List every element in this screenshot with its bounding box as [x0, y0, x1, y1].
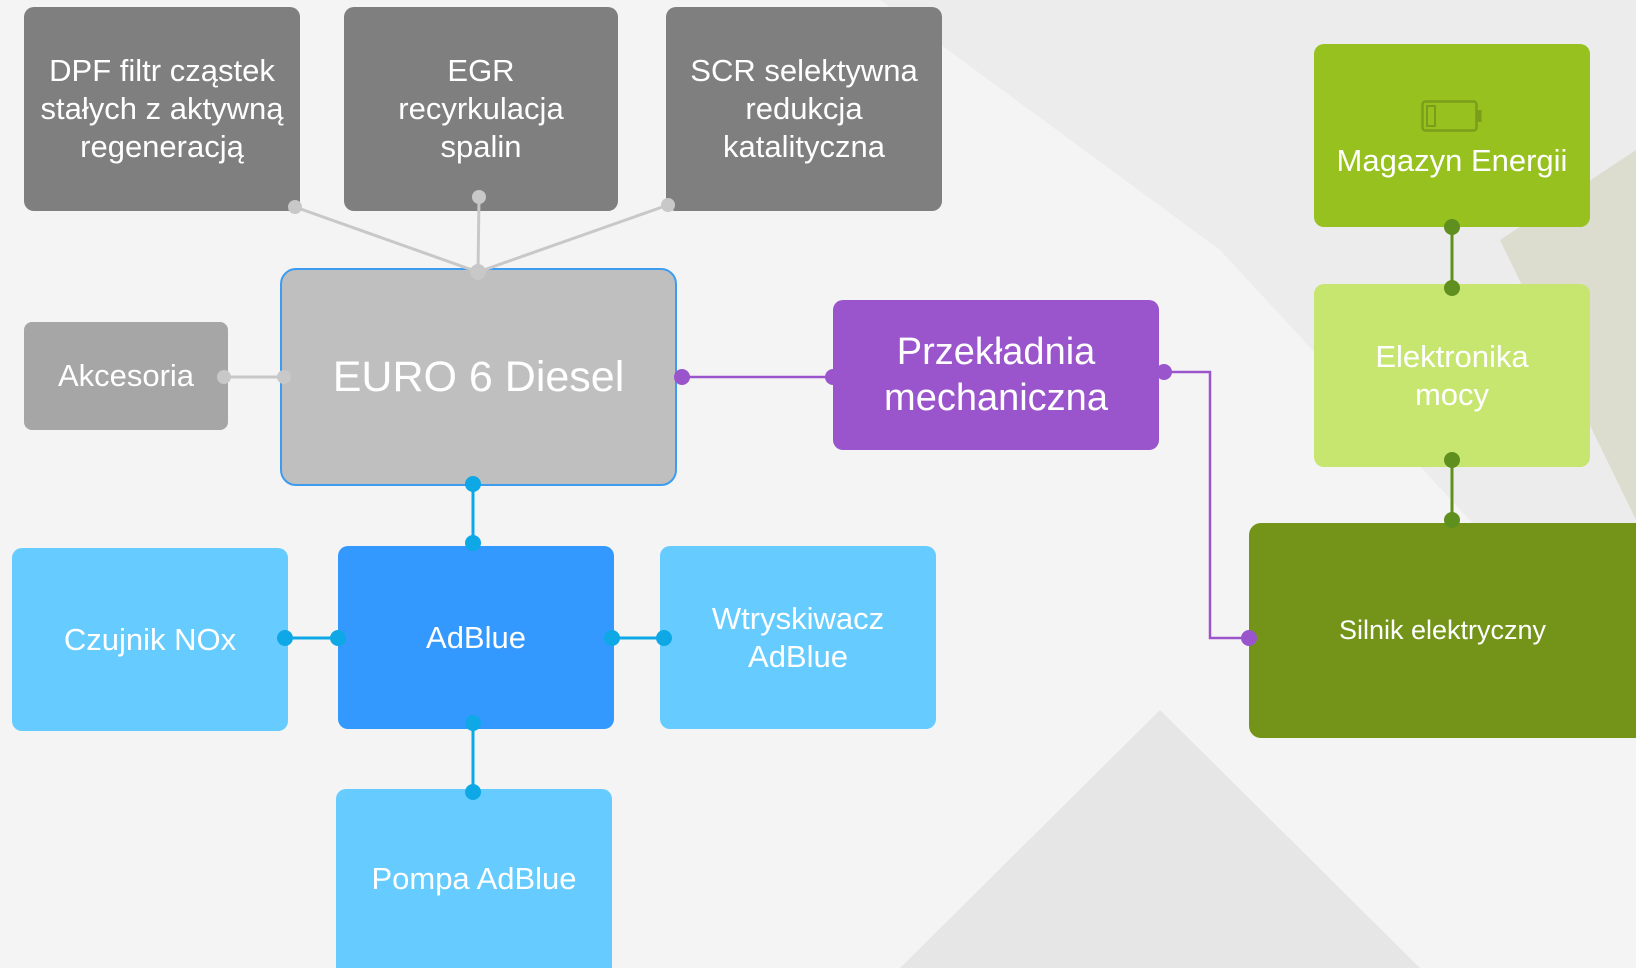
przekladnia-label: Przekładnia mechaniczna — [884, 330, 1108, 419]
scr-label: SCR selektywna redukcja katalityczna — [690, 53, 918, 164]
akcesoria-box[interactable]: Akcesoria — [24, 322, 228, 430]
background-shape-bottom — [900, 710, 1420, 968]
akcesoria-label: Akcesoria — [57, 358, 195, 394]
czujnik-nox-box[interactable]: Czujnik NOx — [12, 548, 288, 731]
egr-box[interactable]: EGR recyrkulacja spalin — [344, 7, 618, 211]
dpf-filter-box[interactable]: DPF filtr cząstek stałych z aktywną rege… — [24, 7, 300, 211]
magazyn-energii-box[interactable]: Magazyn Energii — [1314, 44, 1590, 227]
silnik-elektryczny-box[interactable]: Silnik elektryczny — [1249, 523, 1636, 738]
elektronika-mocy-box[interactable]: Elektronika mocy — [1314, 284, 1590, 467]
elektronika-mocy-label: Elektronika mocy — [1375, 338, 1529, 412]
egr-label: EGR recyrkulacja spalin — [398, 53, 564, 164]
wtryskiwacz-box[interactable]: Wtryskiwacz AdBlue — [660, 546, 936, 729]
scr-box[interactable]: SCR selektywna redukcja katalityczna — [666, 7, 942, 211]
silnik-elektryczny-label: Silnik elektryczny — [1338, 615, 1547, 646]
battery-icon — [1421, 99, 1482, 132]
adblue-box[interactable]: AdBlue — [338, 546, 614, 729]
pompa-adblue-label: Pompa AdBlue — [371, 860, 577, 896]
przekladnia-box[interactable]: Przekładnia mechaniczna — [833, 300, 1159, 450]
magazyn-energii-label: Magazyn Energii — [1336, 142, 1568, 178]
euro6-diesel-box[interactable]: EURO 6 Diesel — [280, 268, 677, 486]
wtryskiwacz-label: Wtryskiwacz AdBlue — [711, 600, 885, 674]
euro6-diesel-label: EURO 6 Diesel — [332, 352, 625, 401]
pompa-adblue-box[interactable]: Pompa AdBlue — [336, 789, 612, 968]
czujnik-nox-label: Czujnik NOx — [63, 621, 237, 657]
adblue-label: AdBlue — [426, 619, 526, 655]
dpf-filter-label: DPF filtr cząstek stałych z aktywną rege… — [40, 53, 284, 164]
